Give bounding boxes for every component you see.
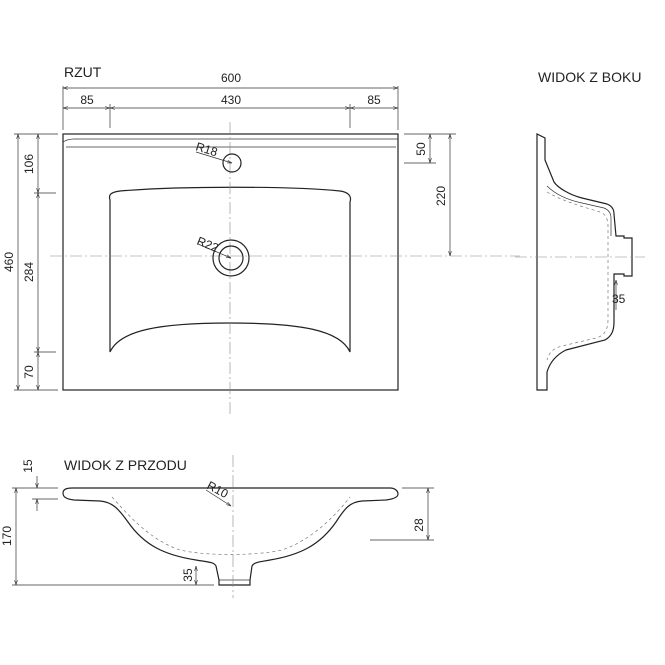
dim-left-margin: 85 (80, 93, 94, 107)
side-drain-outlet: 35 (612, 292, 626, 306)
dim-overall-width: 600 (221, 71, 241, 85)
front-drain-outlet: 35 (181, 568, 195, 582)
tap-hole-leader (195, 151, 232, 164)
tap-hole (222, 153, 242, 173)
front-radius-leader (205, 489, 231, 506)
dim-tap-hole-offset: 50 (414, 142, 428, 156)
drain-inner (218, 245, 244, 271)
front-view: R10 15 170 28 35 (0, 455, 434, 598)
plan-back-ledge (62, 138, 398, 143)
dim-bowl-width: 430 (221, 93, 241, 107)
front-total-height: 170 (0, 526, 14, 546)
front-view-title: WIDOK Z PRZODU (64, 457, 187, 473)
front-rim-depth: 28 (412, 518, 426, 532)
dim-drain-offset: 220 (434, 186, 448, 206)
front-profile (62, 487, 399, 586)
dim-overall-depth: 460 (2, 252, 16, 272)
tap-hole-radius-label: R18 (194, 139, 219, 159)
dim-front-margin: 70 (22, 365, 36, 379)
dim-bowl-depth: 284 (22, 262, 36, 282)
side-view-title: WIDOK Z BOKU (538, 69, 641, 85)
plan-view: R18 R22 600 85 430 85 460 106 284 70 (2, 71, 520, 414)
front-rim-thickness: 15 (21, 459, 35, 473)
dim-right-margin: 85 (367, 93, 381, 107)
side-view: 35 (515, 133, 645, 391)
plan-outline (62, 133, 399, 391)
drain-outer (212, 239, 250, 277)
dim-top-margin: 106 (22, 154, 36, 174)
side-bowl-hidden (546, 191, 609, 361)
plan-bowl (108, 186, 352, 353)
plan-view-title: RZUT (64, 64, 102, 80)
drain-leader (197, 243, 231, 258)
side-profile (536, 133, 633, 391)
side-inner-back (546, 185, 612, 236)
front-bowl-hidden (111, 496, 351, 555)
